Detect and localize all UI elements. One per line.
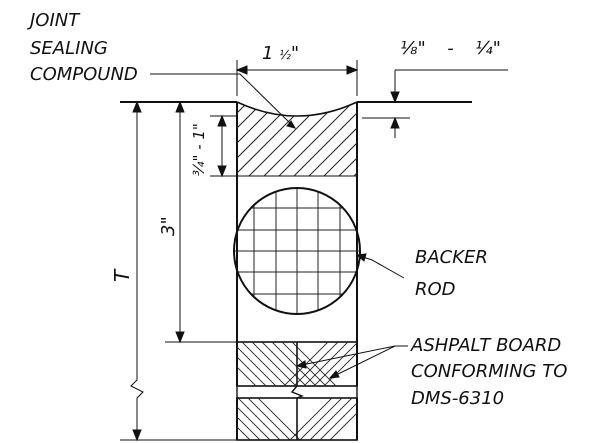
slab-thickness-dimension xyxy=(120,100,237,442)
recess-text: ⅛" - ¼" xyxy=(400,40,501,58)
sealant-depth-text: ¾" - 1" xyxy=(190,123,208,176)
joint-width-frac: ½ xyxy=(279,48,291,62)
rod-depth-text: 3" xyxy=(158,216,179,236)
sealing-compound xyxy=(236,101,358,177)
backer-rod xyxy=(233,187,361,315)
slab-thickness-text: T xyxy=(110,269,134,282)
recess-max: ¼" xyxy=(475,38,501,59)
joint-width-unit: " xyxy=(290,43,300,64)
recess-sep: - xyxy=(447,38,454,59)
leader-lines xyxy=(150,73,408,379)
joint-width-text: 1 ½" xyxy=(262,45,299,63)
asphalt-board-upper xyxy=(236,341,358,387)
sealing-label-line2: SEALING xyxy=(30,38,108,59)
joint-width-dimension xyxy=(235,60,359,96)
asphalt-board-lower xyxy=(236,397,358,441)
board-label-line1: ASHPALT BOARD xyxy=(411,335,562,356)
board-label-line2: CONFORMING TO xyxy=(411,361,568,382)
rod-depth-dimension xyxy=(165,100,237,344)
sealing-label-line3: COMPOUND xyxy=(30,64,138,85)
backer-label-line2: ROD xyxy=(415,279,456,300)
sealant-depth-dimension xyxy=(210,114,237,178)
backer-label-line1: BACKER xyxy=(415,247,488,268)
joint-width-whole: 1 xyxy=(262,43,280,64)
recess-dimension xyxy=(362,69,508,138)
board-label-line3: DMS-6310 xyxy=(411,388,505,409)
recess-min: ⅛" xyxy=(400,38,426,59)
break-line xyxy=(236,385,358,399)
sealing-label-line1: JOINT xyxy=(30,10,80,31)
